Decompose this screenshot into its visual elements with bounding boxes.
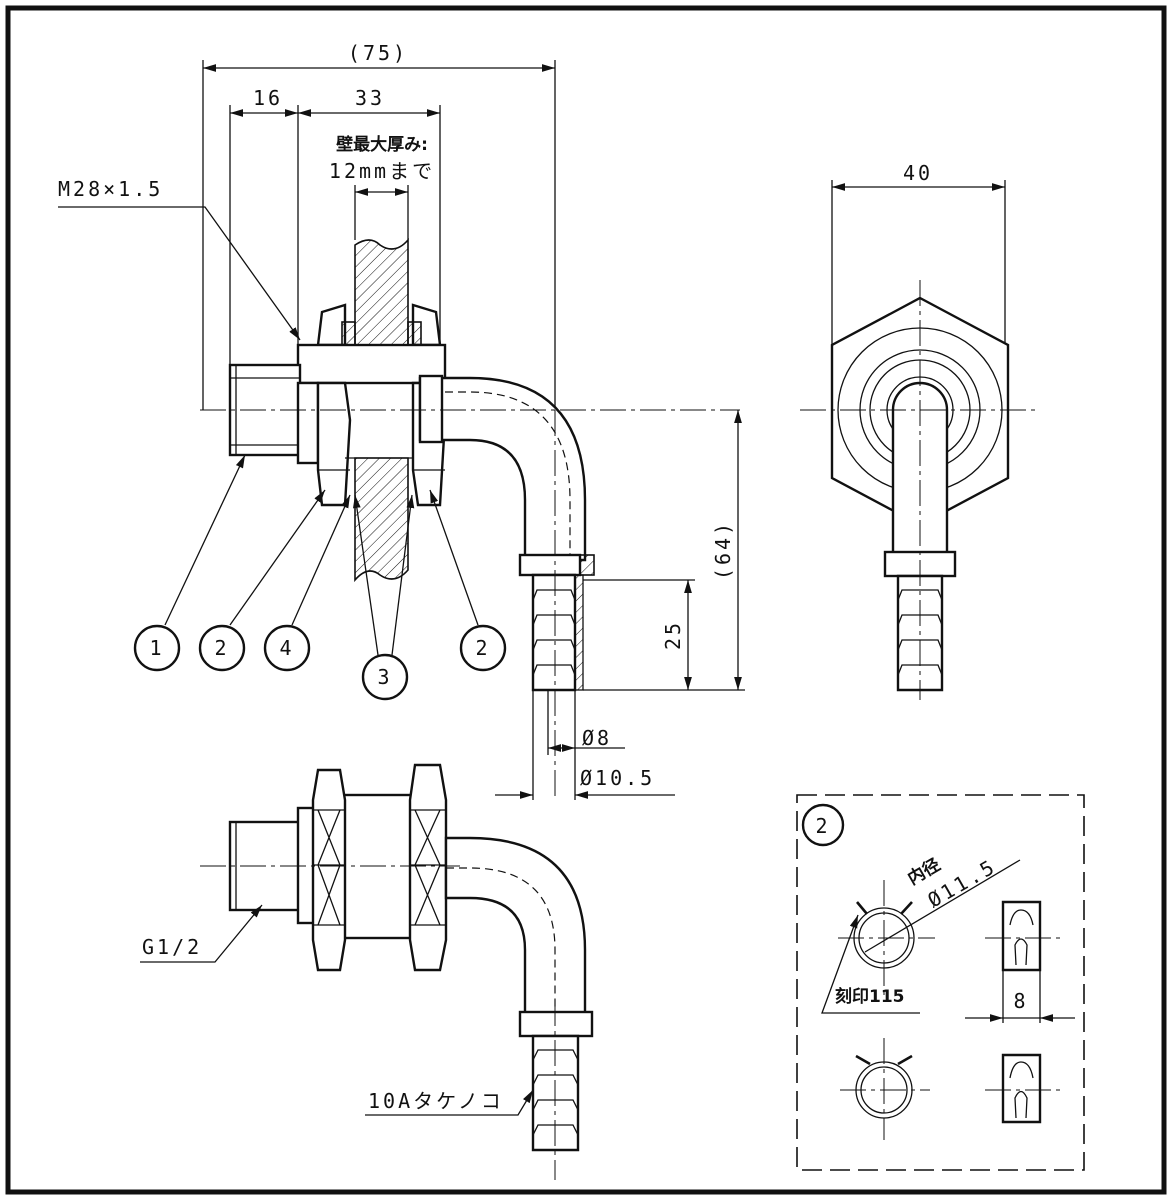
svg-text:1: 1 — [149, 636, 164, 660]
svg-text:2: 2 — [214, 636, 229, 660]
dim-outer-diameter: Ø10.5 — [580, 766, 655, 790]
dim-thread-length: 16 — [253, 86, 283, 110]
balloon-2-left: 2 — [198, 489, 326, 672]
end-view: 40 — [800, 161, 1040, 700]
svg-text:4: 4 — [279, 636, 294, 660]
detail-balloon: 2 — [815, 814, 830, 838]
dim-height: (64) — [711, 520, 735, 580]
svg-text:2: 2 — [475, 636, 490, 660]
balloon-4: 4 — [263, 494, 351, 672]
wall-section — [354, 237, 409, 346]
wall-note-line2: 12mmまで — [329, 159, 435, 183]
drawing-frame — [5, 5, 1167, 1195]
balloon-2-right: 2 — [429, 489, 507, 672]
dim-inner-diameter: Ø8 — [582, 726, 612, 750]
thread-spec-label: M28×1.5 — [58, 177, 163, 201]
balloon-1: 1 — [133, 454, 246, 672]
detail-marking: 刻印115 — [835, 986, 905, 1007]
perspective-view: G1/2 10Aタケノコ — [140, 763, 594, 1180]
wall-note-line1: 壁最大厚み: — [336, 134, 428, 155]
dim-body-length: 33 — [355, 86, 385, 110]
dim-hex-width: 40 — [903, 161, 933, 185]
dim-barb-length: 25 — [661, 620, 685, 650]
svg-text:3: 3 — [377, 665, 392, 689]
detail-clamp: 2 内径 Ø11.5 刻印115 8 — [796, 794, 1085, 1171]
detail-width: 8 — [1013, 989, 1028, 1013]
dim-overall-length: (75) — [348, 41, 408, 65]
barb-label: 10Aタケノコ — [368, 1089, 504, 1113]
balloon-3: 3 — [352, 494, 415, 701]
side-view: (75) 16 33 壁最大厚み: 12mmまで M28×1.5 — [58, 41, 745, 800]
thread-label-g12: G1/2 — [142, 935, 202, 959]
